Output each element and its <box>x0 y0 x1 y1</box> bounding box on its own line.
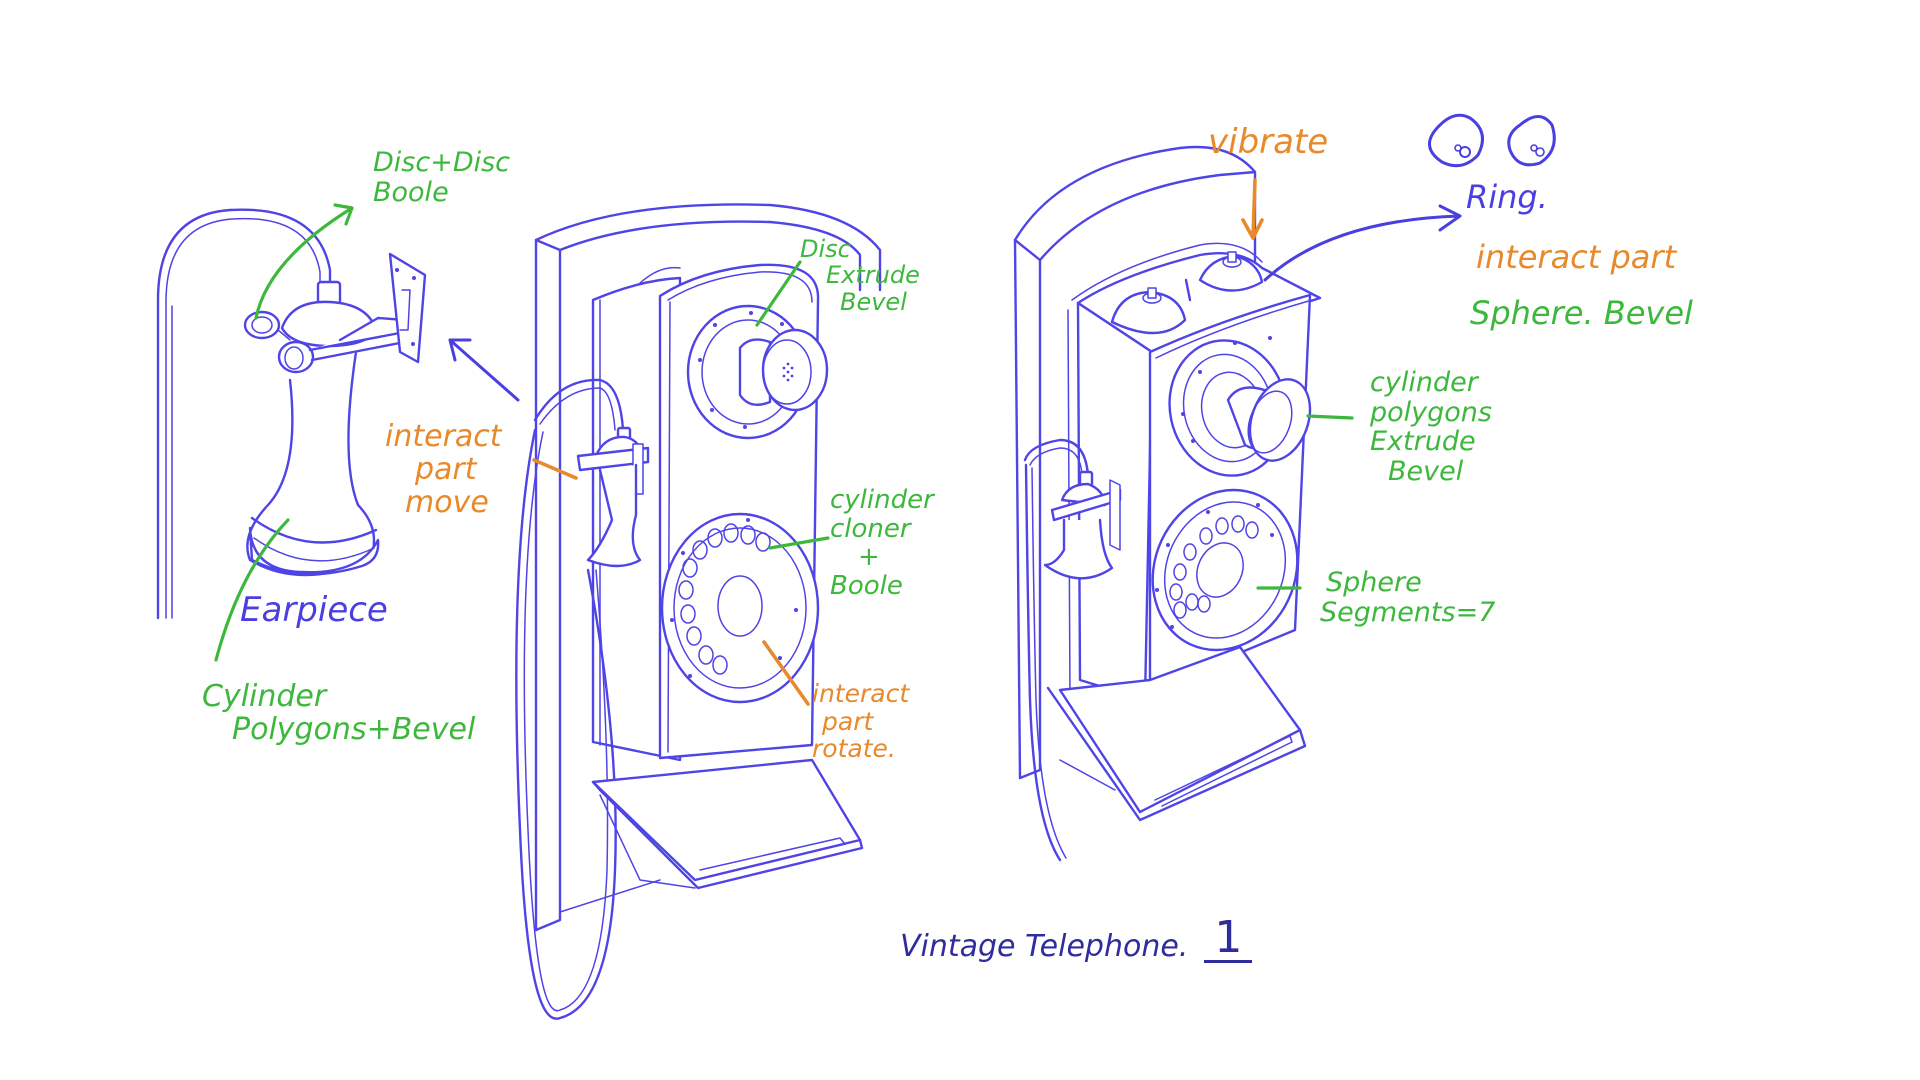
note-line: cylinder <box>830 485 934 515</box>
note-line: Cylinder <box>202 679 327 714</box>
arrow-cylinder-polygons <box>1306 414 1354 420</box>
title-number: 1 <box>1204 916 1253 963</box>
note-line: part <box>415 452 477 487</box>
note-line: cylinder <box>1370 367 1478 398</box>
arrow-to-ring <box>1263 204 1462 282</box>
note-interact-part-bells: interact part <box>1476 238 1677 276</box>
note-line: polygons <box>1370 396 1492 428</box>
note-line: move <box>405 485 489 520</box>
note-vibrate: vibrate <box>1208 122 1329 162</box>
arrow-to-handset <box>448 338 520 402</box>
note-sphere-bevel: Sphere. Bevel <box>1470 294 1693 332</box>
note-line: rotate. <box>812 734 896 763</box>
note-line: Segments=7 <box>1320 596 1496 628</box>
page-title: Vintage Telephone. 1 <box>900 916 1253 964</box>
arrow-earpiece-body <box>214 518 290 662</box>
note-line: Disc <box>800 235 851 263</box>
note-line: Disc+Disc <box>373 147 511 178</box>
arrow-interact-move <box>532 458 578 480</box>
label-earpiece: Earpiece <box>240 590 388 630</box>
note-line: Bevel <box>840 287 907 316</box>
bells-detail-drawing <box>1428 113 1556 168</box>
note-line: interact <box>812 679 910 708</box>
title-text: Vintage Telephone. <box>900 929 1189 964</box>
label-ring: Ring. <box>1466 178 1548 216</box>
note-line: Polygons+Bevel <box>232 712 476 747</box>
note-line: interact <box>385 419 502 454</box>
arrow-interact-rotate <box>762 640 810 706</box>
arrow-cylinder-cloner <box>768 536 830 550</box>
note-line: Extrude <box>1370 426 1476 458</box>
note-line: Bevel <box>1388 456 1464 488</box>
telephone-front-drawing <box>515 203 882 1020</box>
note-line: Sphere <box>1326 567 1422 598</box>
note-line: part <box>822 706 874 736</box>
earpiece-drawing <box>156 208 427 620</box>
note-line: Boole <box>830 570 903 601</box>
note-line: Boole <box>373 176 449 208</box>
note-line: cloner <box>830 513 911 544</box>
note-line: Extrude <box>826 261 920 290</box>
telephone-side-drawing <box>1013 145 1322 862</box>
arrow-vibrate <box>1241 178 1264 240</box>
arrow-disc-extrude <box>755 260 802 327</box>
arrow-disc-boole <box>254 203 354 320</box>
note-line: + <box>858 542 880 573</box>
